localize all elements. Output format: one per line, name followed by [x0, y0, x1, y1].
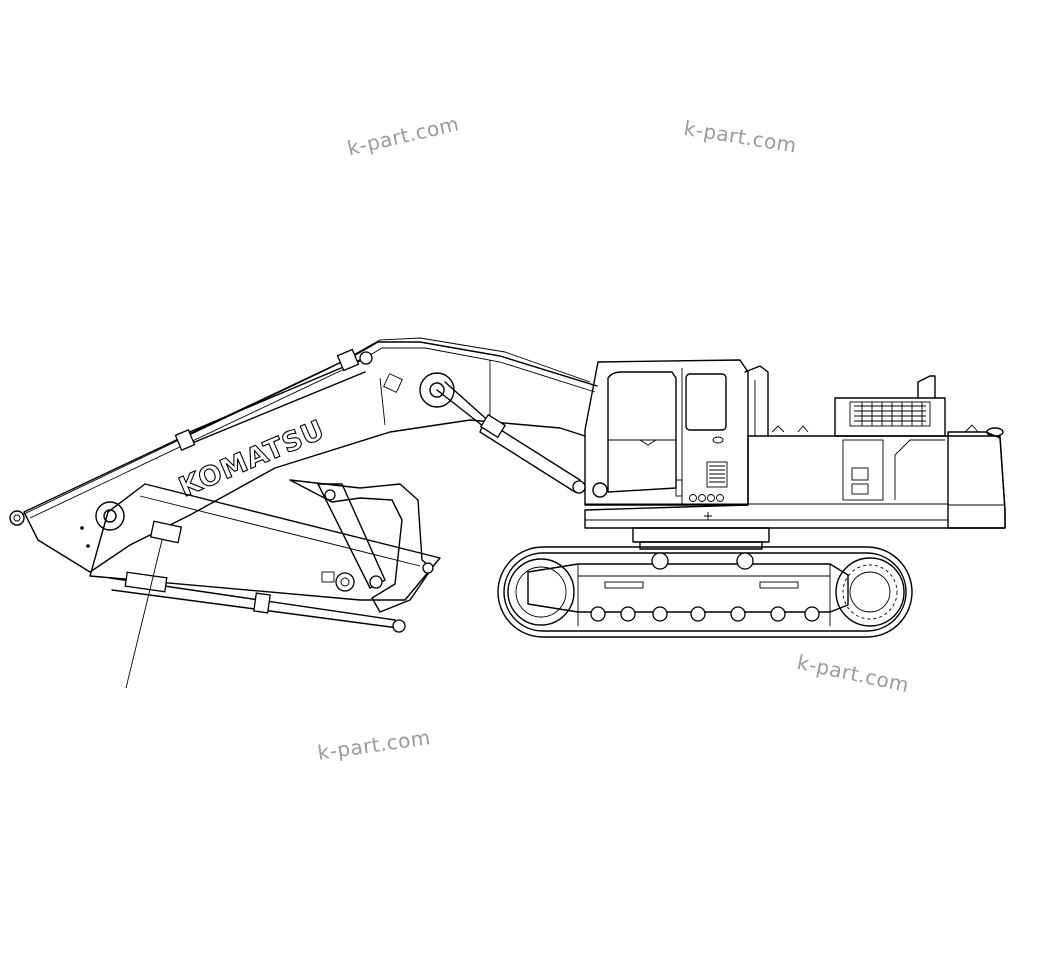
arm-pivot [95, 501, 125, 531]
door-handle [712, 436, 724, 444]
cab-speaker [706, 461, 728, 488]
arm-link-pin [335, 572, 355, 592]
hood-grille [849, 401, 931, 427]
bucket-outline [289, 479, 433, 613]
handrail [744, 365, 769, 437]
bolt-mark [80, 526, 84, 530]
side-door [842, 439, 884, 501]
bucket-link [317, 483, 386, 589]
arm-pivot-pin [103, 509, 117, 523]
boom-bracket [383, 373, 403, 393]
boom-pivot-pin [429, 382, 445, 398]
hood-grille-holes [854, 402, 926, 426]
arm-flange [139, 495, 421, 567]
arm-cylinder [179, 359, 366, 447]
sprocket-teeth [842, 564, 898, 620]
frame-slot [759, 581, 799, 589]
door-label [851, 483, 869, 495]
cab-front-window [607, 371, 677, 493]
mirror [592, 482, 608, 498]
callout-leader-line [125, 539, 163, 689]
operator-cab [584, 359, 749, 506]
boom-top-flange [29, 347, 596, 519]
cab-lights [689, 494, 724, 502]
revolving-frame [584, 431, 1006, 529]
frame-slot [604, 581, 644, 589]
cylinder-collar [253, 592, 271, 614]
boom: KOMATSU [21, 337, 598, 573]
center-mark [704, 512, 712, 520]
carrier-roller [651, 552, 669, 570]
bucket-tooth-pin [422, 562, 434, 574]
fuel-cap [986, 427, 1004, 437]
boom-hose [21, 337, 591, 516]
cylinder-collar [479, 413, 507, 439]
track-rollers [590, 606, 820, 622]
bucket [289, 479, 434, 613]
counterweight [947, 435, 1006, 529]
engine-hood [834, 397, 946, 437]
front-idler [507, 558, 575, 626]
swing-base [632, 527, 770, 543]
engine-panel [894, 439, 945, 500]
undercarriage [497, 527, 913, 638]
cylinder-collar [336, 348, 360, 372]
cylinder-collar [174, 429, 196, 451]
door-handle [851, 467, 869, 481]
step [675, 479, 683, 497]
track-inner [503, 552, 907, 632]
sprocket-hub [849, 571, 891, 613]
track-outer [497, 546, 913, 638]
arm [9, 483, 441, 633]
track-frame [527, 563, 849, 613]
arm-outline [89, 483, 441, 601]
carrier-roller [736, 552, 754, 570]
upper-structure [584, 359, 1006, 529]
wiper [639, 439, 657, 446]
cab-door-window [685, 373, 727, 431]
arm-bracket [321, 571, 335, 583]
swing-ring [639, 541, 763, 550]
bucket-pin [369, 575, 383, 589]
drive-sprocket [835, 557, 905, 627]
cylinder-pin [359, 351, 373, 365]
exhaust-pipe [917, 375, 936, 399]
arm-link-pin-center [340, 577, 350, 587]
speaker-grid [709, 465, 725, 483]
boom-cylinder-rod [436, 381, 493, 431]
front-idler-hub [515, 566, 567, 618]
bolt-mark [86, 544, 90, 548]
cylinder-pin [572, 480, 586, 494]
cylinder-head [124, 571, 168, 593]
boom-web-line [379, 377, 386, 426]
label-plate [149, 520, 183, 544]
cylinder-pin [392, 619, 406, 633]
boom-outline [23, 341, 598, 573]
fittings [771, 424, 979, 433]
boom-tip-pin-center [13, 514, 21, 522]
bucket-link-pin [324, 489, 336, 501]
boom-tip-pin [9, 510, 25, 526]
